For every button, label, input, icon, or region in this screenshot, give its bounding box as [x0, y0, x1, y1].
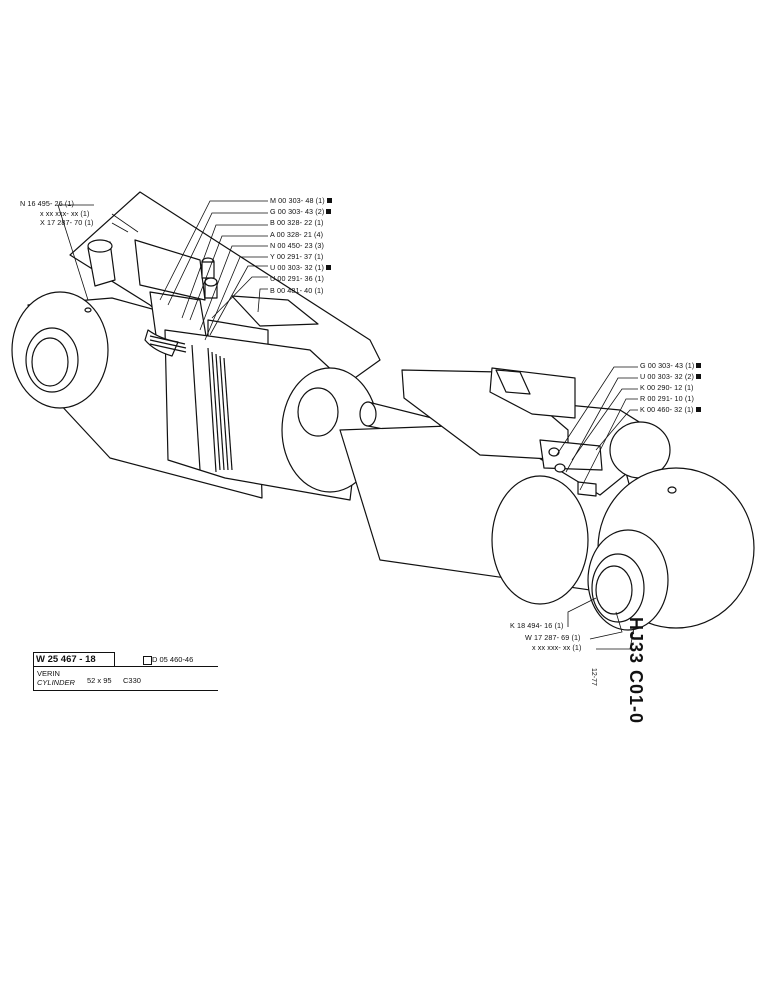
- callout-right-text: G 00 303- 43 (1): [640, 361, 695, 370]
- model: C330: [123, 676, 141, 685]
- callout-top-center-text: B 00 481- 40 (1): [270, 285, 324, 295]
- reference-number: D 05 460-46: [152, 655, 194, 664]
- callout-right-text: U 00 303- 32 (2): [640, 372, 694, 381]
- callout-top-center-6: U 00 303- 32 (1): [270, 264, 331, 272]
- part-number: W 25 467 - 18: [36, 654, 96, 665]
- callout-right-4: K 00 460- 32 (1): [640, 406, 701, 414]
- callout-top-center-8: B 00 481- 40 (1): [270, 285, 324, 295]
- callout-top-center-5: Y 00 291- 37 (1): [270, 253, 323, 261]
- marked-square-icon: [325, 265, 331, 271]
- callout-right-3: R 00 291- 10 (1): [640, 395, 694, 403]
- callout-right-1: U 00 303- 32 (2): [640, 373, 701, 381]
- drawing-id: HJ33 C01-0: [626, 617, 646, 725]
- drawing-date: 12-77: [590, 668, 597, 686]
- ref-checkbox-square: [143, 656, 152, 665]
- callout-x-xx-xxx-xx: x xx xxx- xx (1): [40, 209, 90, 218]
- callout-top-center-text: M 00 303- 48 (1): [270, 196, 325, 205]
- callout-top-center-1: G 00 303- 43 (2): [270, 207, 332, 217]
- title-left-rule: [33, 666, 34, 690]
- callout-w-17-287-69: W 17 287- 69 (1): [525, 633, 581, 642]
- size: 52 x 95: [87, 676, 112, 685]
- callout-n-16-495-26: N 16 495- 26 (1): [20, 199, 74, 208]
- callout-right-text: K 00 290- 12 (1): [640, 383, 694, 392]
- callout-right-text: R 00 291- 10 (1): [640, 394, 694, 403]
- callout-top-center-3: A 00 328- 21 (4): [270, 229, 324, 239]
- right-gland: [401, 367, 603, 497]
- title-bottom-rule: [33, 690, 218, 691]
- callout-top-center-text: N 00 450- 23 (3): [270, 240, 324, 250]
- callout-top-center-7: U 00 291- 36 (1): [270, 275, 324, 283]
- marked-square-icon: [695, 374, 701, 379]
- callout-top-center-0: M 00 303- 48 (1): [270, 197, 332, 205]
- name-fr: VERIN: [37, 669, 60, 678]
- marked-square-icon: [696, 363, 702, 368]
- callout-k-18-494-16: K 18 494- 16 (1): [510, 621, 564, 630]
- callout-right-text: K 00 460- 32 (1): [640, 405, 694, 414]
- callout-x-17-287-70: X 17 287- 70 (1): [40, 218, 94, 227]
- marked-square-icon: [326, 198, 332, 203]
- callout-top-center-text: U 00 291- 36 (1): [270, 274, 324, 284]
- right-rod-end: [587, 467, 755, 631]
- title-divider: [33, 666, 218, 667]
- callout-top-center-text: U 00 303- 32 (1): [270, 263, 324, 273]
- callout-top-center-2: B 00 328- 22 (1): [270, 219, 324, 227]
- callout-top-center-text: Y 00 291- 37 (1): [270, 252, 324, 261]
- name-en: CYLINDER: [37, 678, 75, 687]
- marked-square-icon: [695, 407, 701, 412]
- callout-top-center-text: B 00 328- 22 (1): [270, 218, 324, 228]
- callout-right-0: G 00 303- 43 (1): [640, 361, 702, 370]
- callout-x-xx-xxx-xx-bottom: x xx xxx- xx (1): [532, 643, 582, 652]
- callout-top-center-4: N 00 450- 23 (3): [270, 240, 324, 250]
- callout-top-center-text: G 00 303- 43 (2): [270, 207, 325, 217]
- callout-right-2: K 00 290- 12 (1): [640, 384, 694, 392]
- callout-top-center-text: A 00 328- 21 (4): [270, 229, 324, 239]
- leader-lines: [57, 200, 638, 650]
- marked-square-icon: [326, 209, 332, 215]
